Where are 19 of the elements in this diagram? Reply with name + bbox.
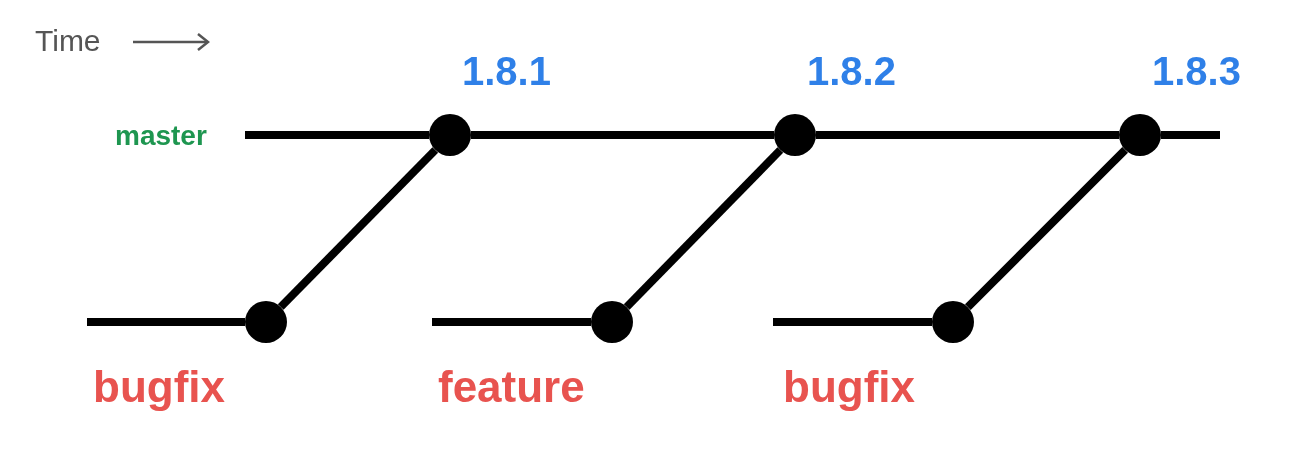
version-label: 1.8.3	[1152, 51, 1241, 91]
branch-label: master	[115, 122, 207, 150]
commit-dot	[774, 114, 816, 156]
branch-label: bugfix	[93, 365, 225, 409]
commit-dot	[1119, 114, 1161, 156]
branch-label: bugfix	[783, 365, 915, 409]
branch-label: feature	[438, 365, 585, 409]
commit-dot	[591, 301, 633, 343]
branch-line	[965, 147, 1128, 310]
version-label: 1.8.2	[807, 51, 896, 91]
commit-dot	[245, 301, 287, 343]
commit-dot	[429, 114, 471, 156]
version-label: 1.8.1	[462, 51, 551, 91]
axis-label: Time	[35, 26, 101, 56]
branch-line	[471, 131, 774, 139]
branch-line	[277, 147, 439, 310]
branch-line	[623, 147, 784, 310]
branch-line	[816, 131, 1119, 139]
commit-dot	[932, 301, 974, 343]
